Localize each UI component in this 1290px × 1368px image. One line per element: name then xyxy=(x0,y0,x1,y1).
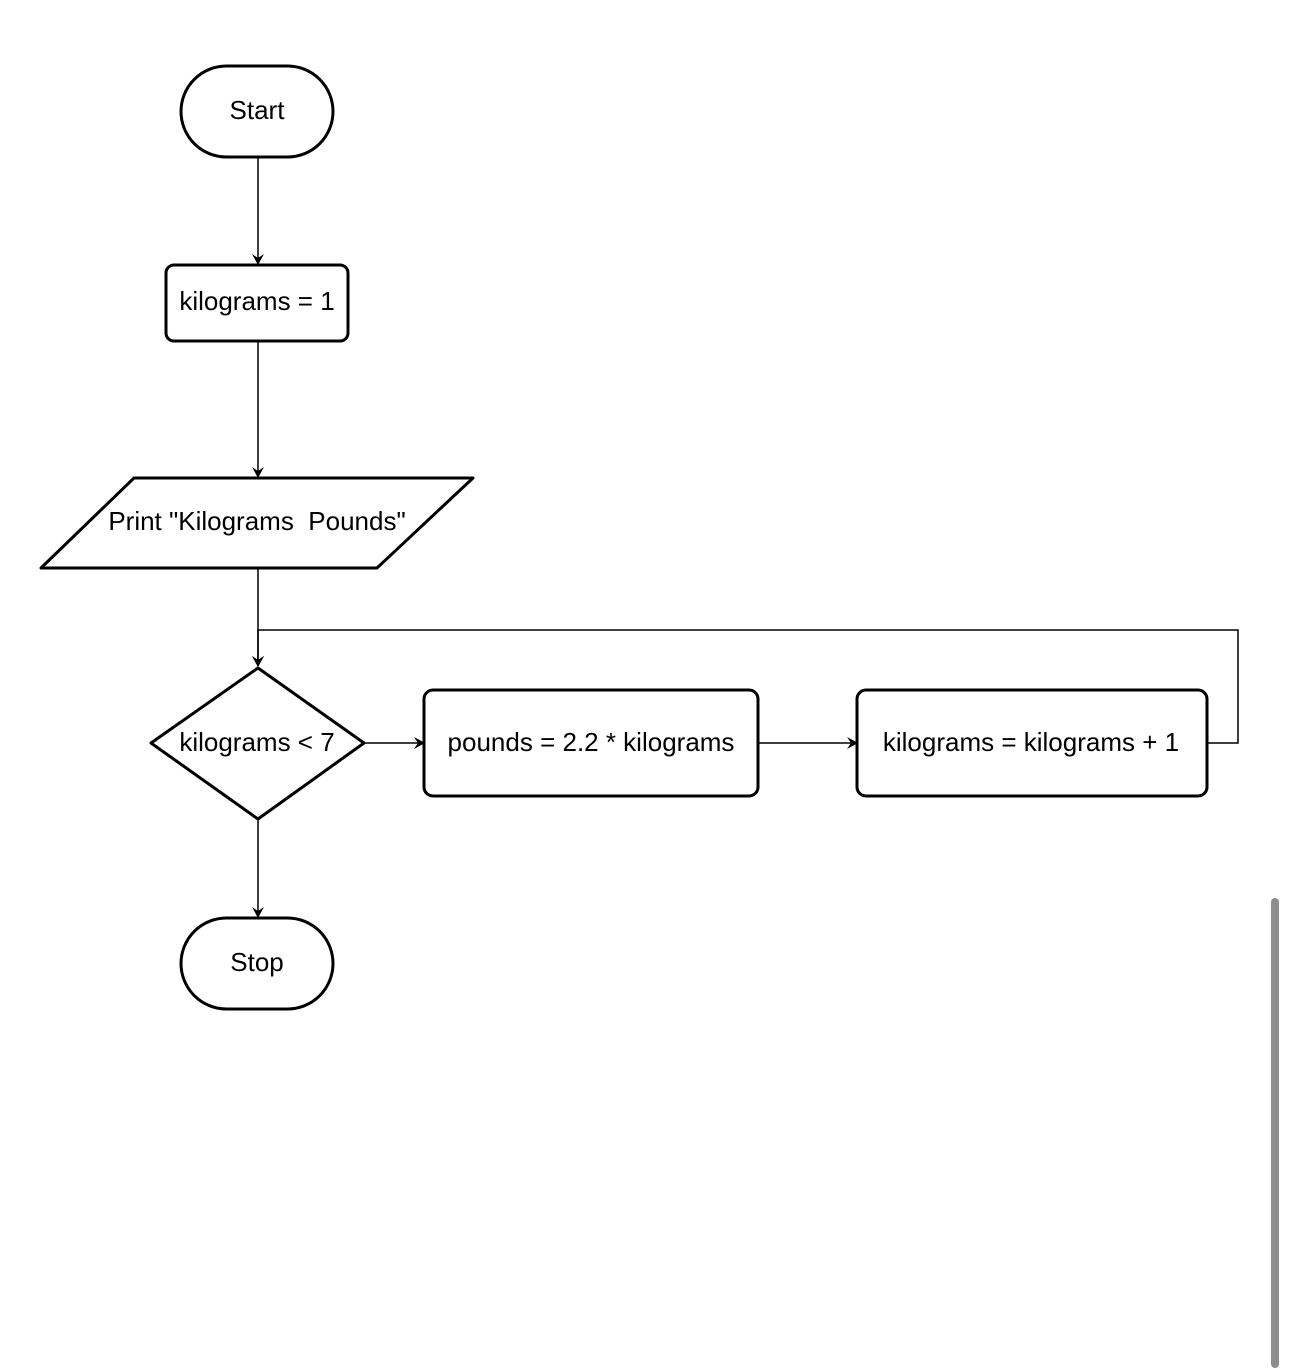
print-io-shape xyxy=(39,476,475,570)
start-terminator-shape xyxy=(179,64,335,159)
increment-label: kilograms = kilograms + 1 xyxy=(883,727,1179,757)
increment-process-node: kilograms = kilograms + 1 xyxy=(855,688,1209,798)
start-label: Start xyxy=(230,95,286,125)
condition-decision-node: kilograms < 7 xyxy=(149,666,366,821)
increment-process-shape xyxy=(855,688,1209,798)
print-label: Print "Kilograms Pounds" xyxy=(108,506,405,536)
init-process-node: kilograms = 1 xyxy=(164,263,350,343)
compute-process-shape xyxy=(422,688,760,798)
vertical-scrollbar-thumb[interactable] xyxy=(1271,898,1279,1368)
stop-node: Stop xyxy=(179,916,335,1011)
init-label: kilograms = 1 xyxy=(179,286,334,316)
condition-decision-shape xyxy=(149,666,366,821)
print-io-node: Print "Kilograms Pounds" xyxy=(39,476,475,570)
edge-increment-loop-back xyxy=(252,629,1239,744)
stop-terminator-shape xyxy=(179,916,335,1011)
compute-label: pounds = 2.2 * kilograms xyxy=(448,727,735,757)
stop-label: Stop xyxy=(230,947,284,977)
condition-label: kilograms < 7 xyxy=(179,727,334,757)
init-process-shape xyxy=(164,263,350,343)
start-node: Start xyxy=(179,64,335,159)
compute-process-node: pounds = 2.2 * kilograms xyxy=(422,688,760,798)
